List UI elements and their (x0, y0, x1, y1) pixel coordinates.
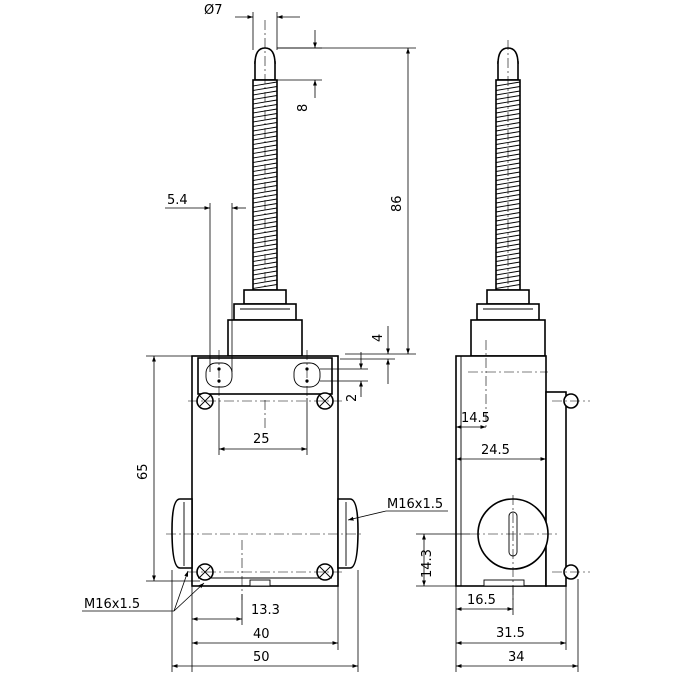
dim-cable-offset: 13.3 (251, 603, 280, 618)
front-screw-br (316, 563, 334, 581)
dim-rod-diameter: Ø7 (204, 3, 223, 18)
side-view (455, 40, 590, 600)
dim-body-width: 50 (253, 650, 270, 665)
side-body (455, 355, 579, 587)
dim-side-height: 14.3 (420, 549, 435, 578)
dim-body-height: 65 (136, 463, 151, 480)
dim-side-bottom-offset: 16.5 (467, 593, 496, 608)
dim-side-total: 34 (508, 650, 525, 665)
front-head (227, 289, 303, 357)
side-spring-rod (495, 40, 521, 360)
dim-thread-right: M16x1.5 (387, 497, 443, 512)
side-head (470, 289, 546, 357)
front-body (171, 355, 359, 587)
dim-side-depth: 31.5 (496, 626, 525, 641)
dim-overall-height: 86 (390, 195, 405, 212)
dim-head-offset: 4 (371, 334, 386, 342)
dim-slot-offset: 2 (345, 394, 360, 402)
dim-slot-width: 5.4 (167, 193, 188, 208)
side-dimensions: 14.5 24.5 14.3 16.5 31.5 34 (416, 411, 579, 672)
front-view (166, 20, 364, 600)
front-dimensions: Ø7 8 86 4 2 5.4 25 (82, 3, 448, 672)
dim-tip-height: 8 (296, 104, 311, 112)
dim-side-outer: 24.5 (481, 443, 510, 458)
dim-side-inner: 14.5 (461, 411, 490, 426)
dim-mounting-spacing: 25 (253, 432, 270, 447)
dim-thread-left: M16x1.5 (84, 597, 140, 612)
dim-hole-spacing: 40 (253, 627, 270, 642)
